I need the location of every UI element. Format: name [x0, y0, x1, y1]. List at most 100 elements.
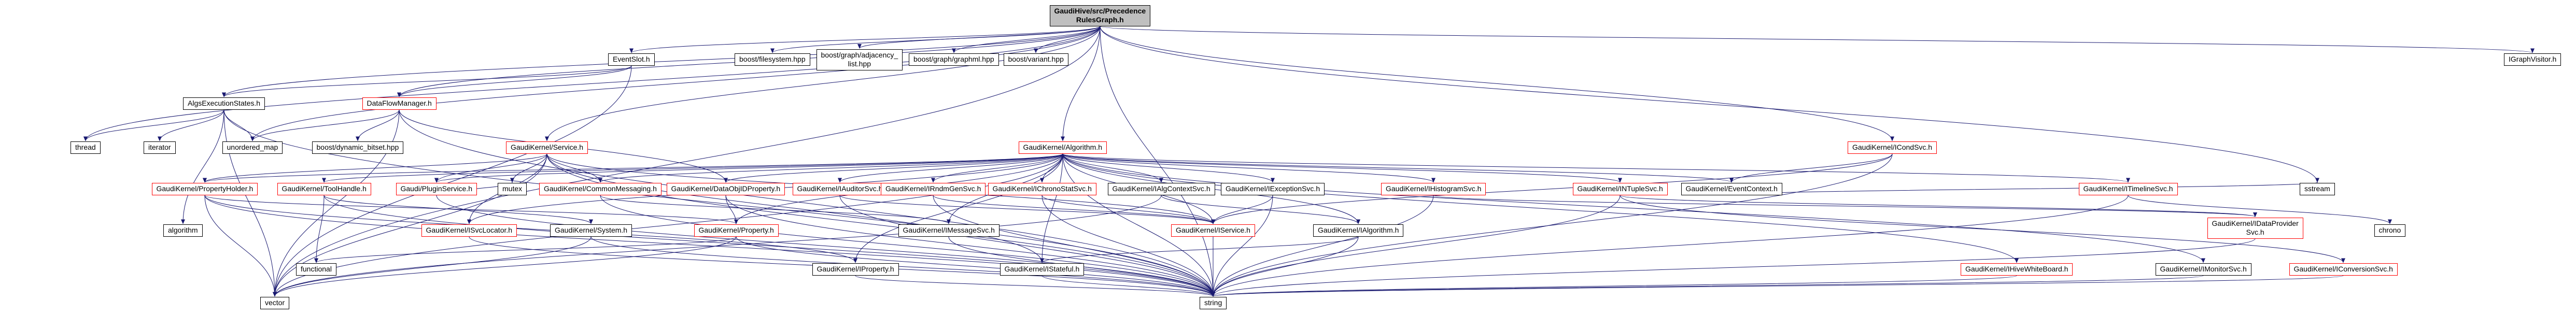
node-iconversionsvc[interactable]: GaudiKernel/IConversionSvc.h: [2289, 263, 2398, 276]
edge-root-to-vector: [273, 26, 1101, 297]
edge-algorithm_h-to-propholder: [203, 153, 1063, 183]
edge-iauditorsvc-to-string: [839, 195, 1215, 297]
node-system_h[interactable]: GaudiKernel/System.h: [550, 224, 632, 237]
edge-algorithm_h-to-commonmsg: [598, 153, 1063, 183]
node-algo_std: algorithm: [163, 224, 203, 237]
edge-toolhandle-to-system_h: [323, 195, 593, 224]
edge-icondsvc-to-eventcontext: [1729, 153, 1893, 183]
edge-ichronostat-to-iservice: [1041, 195, 1215, 224]
node-vector: vector: [260, 297, 290, 309]
edge-ihivewhiteboard-to-string: [1211, 275, 2017, 297]
node-irndmgensvc[interactable]: GaudiKernel/IRndmGenSvc.h: [881, 183, 986, 195]
edge-iexception-to-string: [1211, 195, 1273, 297]
edge-root-to-umap: [250, 26, 1101, 141]
edge-root-to-thread: [83, 26, 1101, 141]
edge-ialgorithm-to-string: [1211, 236, 1359, 297]
node-istateful[interactable]: GaudiKernel/IStateful.h: [1000, 263, 1085, 276]
node-iauditorsvc[interactable]: GaudiKernel/IAuditorSvc.h: [792, 183, 888, 195]
node-property_h[interactable]: GaudiKernel/Property.h: [694, 224, 779, 237]
node-commonmsg[interactable]: GaudiKernel/CommonMessaging.h: [539, 183, 661, 195]
edge-ialgcontext-to-vector: [273, 195, 1162, 297]
edge-iexception-to-iservice: [1211, 195, 1273, 224]
edge-service-to-mutex: [510, 153, 547, 183]
edge-ihistogram-to-idataprovider: [1433, 195, 2257, 217]
edge-algorithm_h-to-ialgcontext: [1062, 153, 1163, 183]
node-igraphvisitor[interactable]: IGraphVisitor.h: [2504, 53, 2561, 66]
edge-algsexec-to-algo_std: [181, 109, 224, 224]
edge-root-to-sstream: [1100, 26, 2319, 183]
node-iproperty[interactable]: GaudiKernel/IProperty.h: [812, 263, 899, 276]
node-dataobjid[interactable]: GaudiKernel/DataObjIDProperty.h: [666, 183, 785, 195]
edge-eventcontext-to-sstream: [1731, 182, 2319, 196]
edge-propholder-to-iproperty: [204, 195, 857, 263]
node-ialgorithm[interactable]: GaudiKernel/IAlgorithm.h: [1313, 224, 1404, 237]
edge-pluginsvc-to-string: [436, 195, 1215, 297]
edge-root-to-string: [1100, 26, 1215, 297]
node-dynbitset: boost/dynamic_bitset.hpp: [312, 141, 404, 154]
node-eventcontext[interactable]: GaudiKernel/EventContext.h: [1681, 183, 1782, 195]
node-iexception[interactable]: GaudiKernel/IExceptionSvc.h: [1221, 183, 1325, 195]
edge-algorithm_h-to-ihivewhiteboard: [1062, 153, 2019, 263]
node-thread: thread: [71, 141, 101, 154]
node-eventslot[interactable]: EventSlot.h: [608, 53, 655, 66]
node-isvclocator[interactable]: GaudiKernel/ISvcLocator.h: [421, 224, 517, 237]
edge-irndmgensvc-to-string: [933, 195, 1215, 297]
node-b_gml: boost/graph/graphml.hpp: [909, 53, 999, 66]
edge-dataflow-to-umap: [250, 109, 400, 141]
node-dataflow[interactable]: DataFlowManager.h: [362, 97, 437, 110]
edge-toolhandle-to-functional: [314, 195, 325, 263]
edge-root-to-eventslot: [629, 26, 1101, 53]
edge-property_h-to-string: [736, 236, 1215, 297]
node-idataprovider[interactable]: GaudiKernel/IDataProvider Svc.h: [2207, 217, 2303, 239]
node-algorithm_h[interactable]: GaudiKernel/Algorithm.h: [1018, 141, 1107, 154]
edge-ihistogram-to-string: [1211, 195, 1434, 297]
edge-iconversionsvc-to-string: [1212, 275, 2344, 297]
edge-root-to-service: [545, 26, 1101, 141]
edge-root-to-b_adj: [857, 26, 1101, 49]
edge-itimeline-to-chrono: [2128, 195, 2392, 224]
edge-intuple-to-idataprovider: [1620, 195, 2257, 217]
edge-algorithm_h-to-iauditorsvc: [838, 153, 1063, 183]
node-ihistogram[interactable]: GaudiKernel/IHistogramSvc.h: [1381, 183, 1486, 195]
edge-icondsvc-to-string: [1211, 153, 1893, 297]
node-service[interactable]: GaudiKernel/Service.h: [506, 141, 588, 154]
node-icondsvc[interactable]: GaudiKernel/ICondSvc.h: [1848, 141, 1937, 154]
edge-system_h-to-string: [590, 236, 1215, 297]
node-imonitorsvc[interactable]: GaudiKernel/IMonitorSvc.h: [2155, 263, 2251, 276]
node-b_fs: boost/filesystem.hpp: [735, 53, 810, 66]
edge-algorithm_h-to-itimeline: [1062, 153, 2130, 183]
edge-istateful-to-string: [1041, 275, 1215, 297]
edge-property_h-to-functional: [314, 236, 737, 263]
edge-algorithm_h-to-irndmgensvc: [931, 153, 1063, 183]
node-imessagesvc[interactable]: GaudiKernel/IMessageSvc.h: [898, 224, 1000, 237]
node-intuple[interactable]: GaudiKernel/INTupleSvc.h: [1572, 183, 1668, 195]
edge-algorithm_h-to-string: [1062, 153, 1215, 297]
edge-algsexec-to-string: [223, 109, 1215, 297]
edge-service-to-vector: [273, 153, 547, 297]
edge-root-to-algsexec: [222, 26, 1101, 97]
edge-service-to-propholder: [203, 153, 547, 183]
edge-system_h-to-vector: [273, 236, 592, 297]
edge-algorithm_h-to-toolhandle: [322, 153, 1063, 183]
edge-algorithm_h-to-intuple: [1062, 153, 1622, 183]
edge-algorithm_h-to-pluginsvc: [434, 153, 1063, 183]
edge-propholder-to-string: [204, 195, 1215, 297]
node-ichronostat[interactable]: GaudiKernel/IChronoStatSvc.h: [988, 183, 1096, 195]
node-iservice[interactable]: GaudiKernel/IService.h: [1171, 224, 1255, 237]
edge-irndmgensvc-to-iservice: [933, 195, 1215, 224]
node-ialgcontext[interactable]: GaudiKernel/IAlgContextSvc.h: [1107, 183, 1215, 195]
node-propholder[interactable]: GaudiKernel/PropertyHolder.h: [151, 183, 258, 195]
edge-dataobjid-to-string: [725, 195, 1215, 297]
edge-iauditorsvc-to-iservice: [839, 195, 1215, 224]
node-itimeline[interactable]: GaudiKernel/ITimelineSvc.h: [2078, 183, 2178, 195]
edge-service-to-istateful: [546, 153, 1044, 263]
edge-eventslot-to-vector: [273, 65, 632, 297]
node-pluginsvc[interactable]: Gaudi/PluginService.h: [396, 183, 477, 195]
node-algsexec[interactable]: AlgsExecutionStates.h: [183, 97, 265, 110]
node-toolhandle[interactable]: GaudiKernel/ToolHandle.h: [277, 183, 371, 195]
edge-imonitorsvc-to-string: [1211, 275, 2204, 297]
node-umap: unordered_map: [222, 141, 283, 154]
node-ihivewhiteboard[interactable]: GaudiKernel/IHiveWhiteBoard.h: [1961, 263, 2073, 276]
